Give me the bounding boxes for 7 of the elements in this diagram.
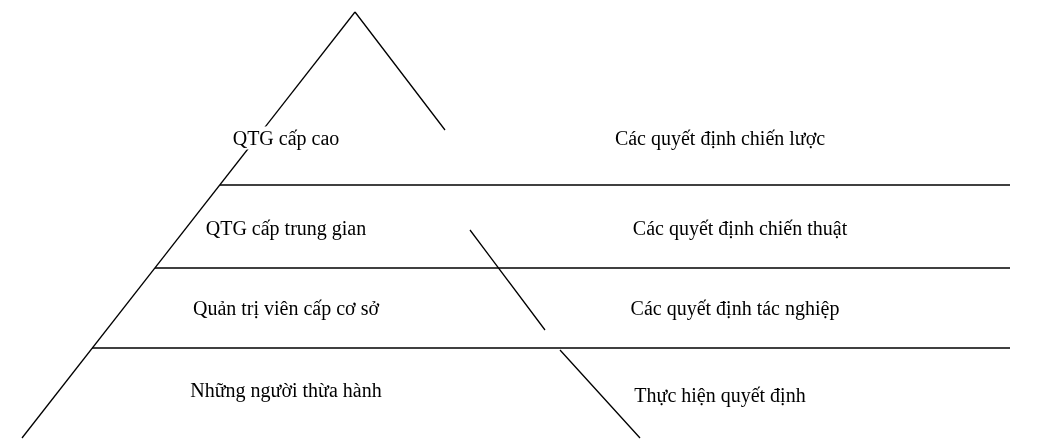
decision-label: Các quyết định tác nghiệp <box>628 296 842 320</box>
pyramid-level-label: QTG cấp cao <box>230 126 342 150</box>
decision-label: Các quyết định chiến lược <box>612 126 828 150</box>
decision-label: Các quyết định chiến thuật <box>630 216 850 240</box>
pyramid-level-label: QTG cấp trung gian <box>203 216 369 240</box>
pyramid-level-label: Quản trị viên cấp cơ sở <box>190 296 382 320</box>
decision-label: Thực hiện quyết định <box>632 383 808 407</box>
